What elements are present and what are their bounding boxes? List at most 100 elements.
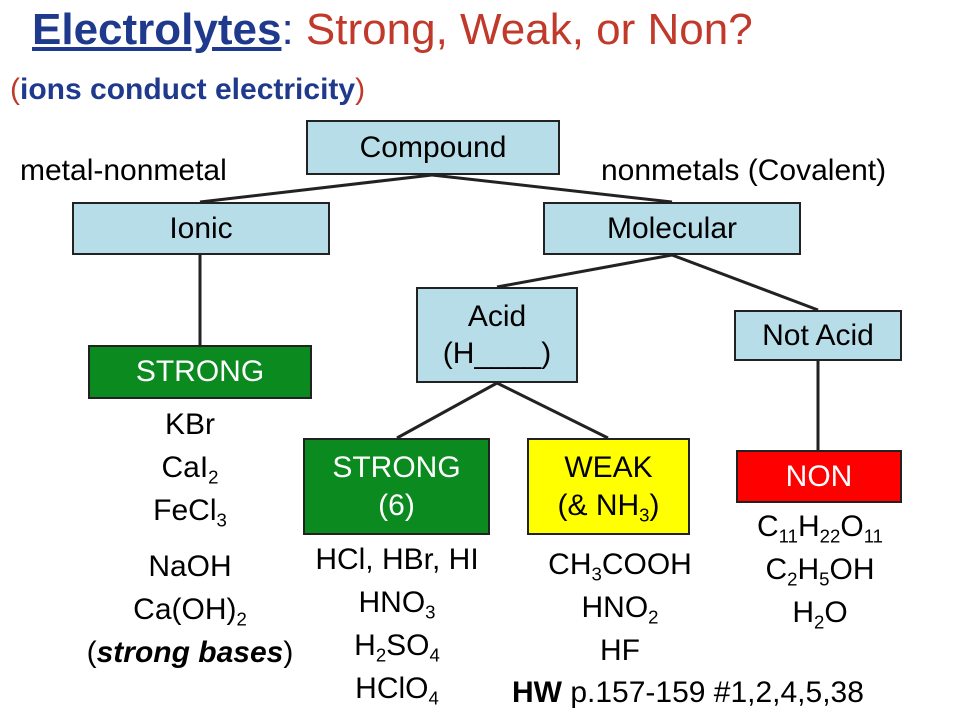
connector-compound-molecular (431, 173, 673, 204)
ionic-examples-list: KBr CaI2 FeCl3 (60, 403, 320, 532)
homework-label: HW (512, 676, 562, 709)
subtitle-text: ions conduct electricity (20, 73, 356, 106)
sucrose-h: H (797, 510, 820, 543)
example-hf: HF (600, 634, 640, 667)
hno3-formula: HNO (358, 586, 426, 619)
homework-note: HW p.157-159 #1,2,4,5,38 (512, 676, 864, 710)
example-cai2: CaI2 (60, 446, 320, 489)
sucrose-sub2: 22 (819, 525, 841, 547)
strong-bases-open: ( (86, 636, 97, 669)
cai2-subscript: 2 (208, 466, 219, 488)
label-metal-nonmetal: metal-nonmetal (20, 154, 227, 187)
sucrose-o: O (840, 510, 864, 543)
example-naoh: NaOH (148, 550, 232, 583)
homework-pages: p.157-159 #1,2,4,5,38 (561, 676, 864, 709)
connector-molecular-acid (496, 253, 673, 289)
fecl3-formula: FeCl (153, 494, 217, 527)
caoh2-subscript: 2 (236, 608, 247, 630)
node-molecular: Molecular (543, 202, 801, 255)
example-hno2: HNO2 (510, 586, 730, 629)
example-fecl3: FeCl3 (60, 489, 320, 532)
node-weak-label: WEAK (564, 451, 653, 484)
cai2-formula: CaI (161, 451, 209, 484)
node-ionic: Ionic (72, 202, 330, 255)
node-weak: WEAK (& NH3) (527, 438, 690, 535)
hno2-subscript: 2 (648, 606, 659, 628)
example-hydrohalic-acids: HCl, HBr, HI (315, 543, 479, 576)
connector-molecular-notacid (671, 253, 819, 312)
node-not-acid: Not Acid (734, 310, 902, 361)
title-colon: : (281, 5, 294, 54)
strong-bases-list: NaOH Ca(OH)2 (strong bases) (40, 545, 340, 674)
subtitle: (ions conduct electricity) (10, 72, 365, 108)
fecl3-subscript: 3 (216, 509, 227, 531)
example-water: H2O (720, 591, 920, 634)
ch3cooh-sub: 3 (591, 563, 602, 585)
hclo4-formula: HClO (355, 672, 429, 705)
strong-bases-close: ) (283, 636, 294, 669)
node-strong-acid-count: (6) (378, 488, 415, 522)
h2so4-so: SO (386, 629, 430, 662)
node-acid-label: Acid (467, 299, 527, 333)
connector-compound-ionic (199, 173, 433, 204)
ethanol-oh: OH (829, 553, 875, 586)
weak-acids-list: CH3COOH HNO2 HF (510, 543, 730, 672)
example-sucrose: C11H22O11 (720, 505, 920, 548)
hno2-formula: HNO (581, 591, 649, 624)
label-nonmetals-covalent: nonmetals (Covalent) (601, 154, 887, 187)
node-non-label: NON (785, 459, 853, 493)
node-acid-formula: (H____) (442, 337, 552, 370)
h2so4-sub2: 4 (429, 644, 440, 666)
ethanol-c: C (765, 553, 788, 586)
node-strong-ionic: STRONG (88, 345, 312, 399)
connector-acid-weak (496, 381, 609, 440)
weak-note-sub: 3 (639, 504, 650, 525)
strong-bases-text: strong bases (96, 636, 284, 669)
page-title: Electrolytes: Strong, Weak, or Non? (32, 4, 753, 57)
node-compound: Compound (306, 120, 560, 175)
sucrose-c: C (757, 510, 779, 543)
title-rest: Strong, Weak, or Non? (293, 5, 753, 54)
hno3-subscript: 3 (425, 601, 436, 623)
example-kbr: KBr (164, 408, 215, 441)
node-compound-label: Compound (359, 130, 507, 164)
weak-note-post: ) (649, 488, 660, 522)
hclo4-subscript: 4 (428, 687, 439, 709)
h2so4-sub1: 2 (375, 644, 387, 666)
example-h2so4: H2SO4 (272, 624, 522, 667)
node-ionic-label: Ionic (169, 211, 233, 245)
node-weak-note: (& NH3) (557, 487, 659, 525)
ethanol-sub1: 2 (787, 568, 798, 590)
non-electrolytes-list: C11H22O11 C2H5OH H2O (720, 505, 920, 634)
h2so4-h: H (354, 629, 376, 662)
strong-bases-note: (strong bases) (40, 631, 340, 674)
example-hclo4: HClO4 (272, 667, 522, 710)
sucrose-sub1: 11 (778, 525, 798, 547)
strong-acids-list: HCl, HBr, HI HNO3 H2SO4 HClO4 (272, 538, 522, 710)
water-h: H (792, 596, 814, 629)
caoh2-formula: Ca(OH) (133, 593, 237, 626)
ethanol-sub2: 5 (819, 568, 830, 590)
subtitle-close-paren: ) (355, 73, 366, 106)
node-strong-ionic-label: STRONG (135, 355, 265, 389)
ch3cooh-cooh: COOH (601, 548, 692, 581)
example-ch3cooh: CH3COOH (510, 543, 730, 586)
ch3cooh-ch: CH (548, 548, 592, 581)
water-sub: 2 (813, 611, 825, 633)
ethanol-h: H (797, 553, 820, 586)
node-strong-acid: STRONG (6) (303, 438, 490, 535)
subtitle-open-paren: ( (10, 73, 20, 106)
node-molecular-label: Molecular (606, 211, 738, 245)
example-hno3: HNO3 (272, 581, 522, 624)
weak-note-pre: (& NH (557, 488, 640, 522)
example-ethanol: C2H5OH (720, 548, 920, 591)
node-not-acid-label: Not Acid (762, 318, 874, 352)
sucrose-sub3: 11 (863, 525, 883, 547)
connector-acid-strong (396, 381, 498, 440)
node-strong-acid-label: STRONG (332, 451, 461, 484)
title-main: Electrolytes (32, 5, 282, 54)
node-non: NON (736, 450, 902, 503)
example-caoh2: Ca(OH)2 (40, 588, 340, 631)
water-o: O (824, 596, 848, 629)
